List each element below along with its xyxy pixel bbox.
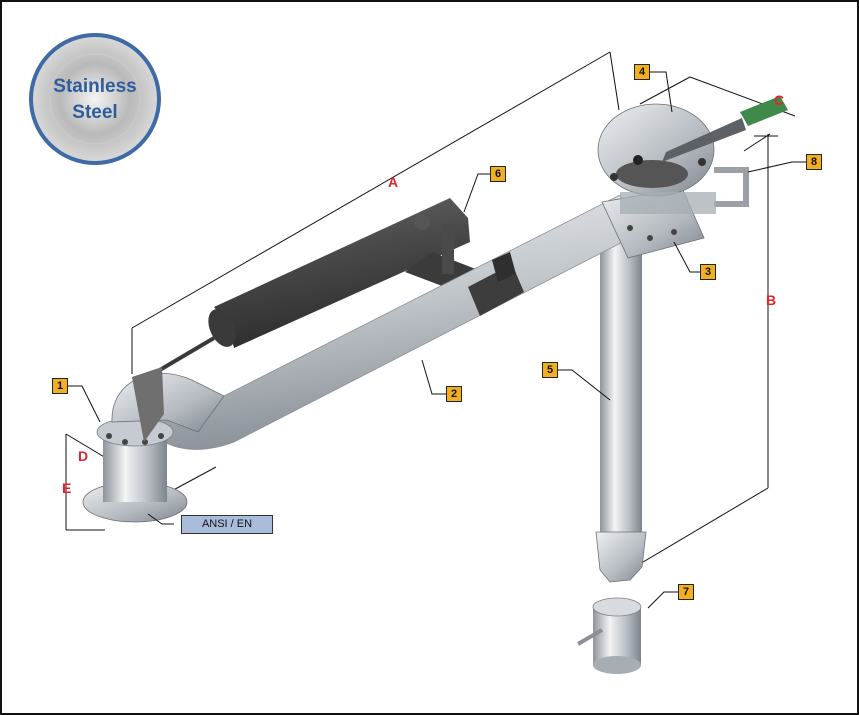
badge-line-2: Steel <box>72 102 118 123</box>
dimension-e-label: E <box>62 480 72 496</box>
outboard-vertical-pipe <box>595 210 647 583</box>
callout-1: 1 <box>52 378 68 394</box>
callout-7: 7 <box>678 584 694 600</box>
callout-leaders <box>68 71 806 609</box>
dimension-c-label: C <box>774 92 785 108</box>
badge-line-1: Stainless <box>53 76 137 97</box>
callout-5: 5 <box>542 362 558 378</box>
base-riser <box>82 367 225 523</box>
callout-6: 6 <box>490 166 506 182</box>
stainless-steel-badge <box>29 33 161 165</box>
dimension-a-line <box>131 51 611 329</box>
top-swivel-head <box>597 96 788 214</box>
callout-3: 3 <box>700 264 716 280</box>
flange-standard-label: ANSI / EN <box>181 515 273 534</box>
handle-grip <box>740 96 788 126</box>
dimension-d-label: D <box>78 448 89 464</box>
drop-tube-spout <box>576 597 642 674</box>
dimension-c-line-left <box>639 76 691 105</box>
callout-4: 4 <box>634 64 650 80</box>
dimension-a-label: A <box>388 174 399 190</box>
callout-2: 2 <box>446 386 462 402</box>
dimension-b-label: B <box>766 292 777 308</box>
callout-8: 8 <box>806 154 822 170</box>
